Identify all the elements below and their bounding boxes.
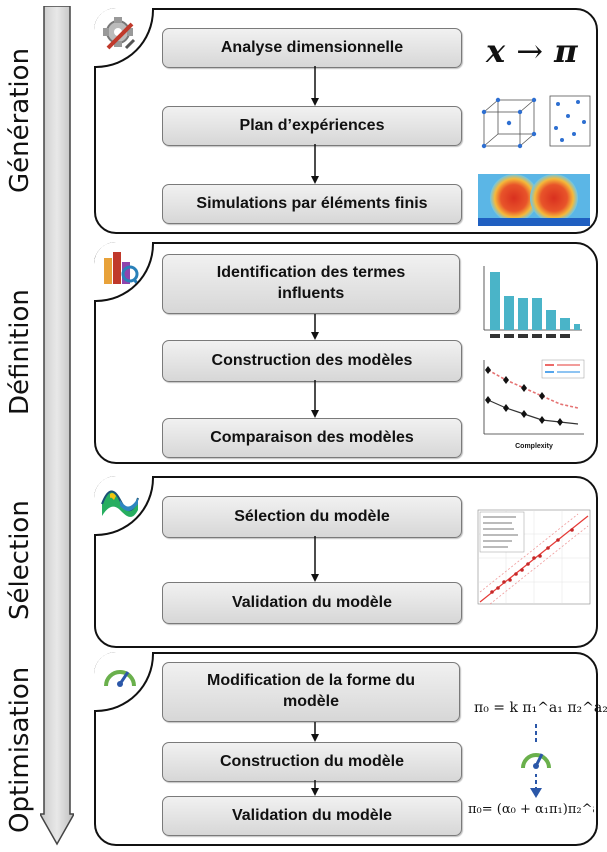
flow-arrow xyxy=(311,722,319,742)
step-validation-modele: Validation du modèle xyxy=(162,582,462,624)
panel-selection: Sélection du modèle Validation du modèle xyxy=(94,476,598,648)
process-arrow xyxy=(40,6,74,846)
panel-definition: Identification des termes influents Cons… xyxy=(94,242,598,464)
gauge-icon xyxy=(94,652,154,712)
step-simulations: Simulations par éléments finis xyxy=(162,184,462,224)
step-selection-modele: Sélection du modèle xyxy=(162,496,462,538)
flow-arrow xyxy=(311,144,319,184)
cube-design-thumbnail xyxy=(481,97,537,149)
flow-arrow xyxy=(311,314,319,340)
phase-label-optimisation: Optimisation xyxy=(5,666,35,834)
optimisation-arrow xyxy=(520,724,552,798)
tools-icon xyxy=(94,8,154,68)
phase-label-generation: Génération xyxy=(5,47,35,193)
step-plan-experiences: Plan d’expériences xyxy=(162,106,462,146)
complexity-curves-thumbnail: Complexity xyxy=(483,359,585,450)
influence-bar-chart-thumbnail xyxy=(483,266,582,338)
formula-x-to-pi: x → π xyxy=(486,32,578,70)
phase-label-selection: Sélection xyxy=(5,500,35,620)
step-modification-forme: Modification de la forme du modèle xyxy=(162,662,460,722)
phase-label-definition: Définition xyxy=(5,289,35,416)
flow-arrow xyxy=(311,66,319,106)
panel-generation: Analyse dimensionnelle Plan d’expérience… xyxy=(94,8,598,234)
surface-plot-icon xyxy=(94,476,154,536)
step-validation-modele-final: Validation du modèle xyxy=(162,796,462,836)
flow-arrow xyxy=(311,380,319,418)
scatter-design-thumbnail xyxy=(549,95,591,147)
fem-simulation-thumbnail xyxy=(478,174,590,226)
formula-arrow: → xyxy=(516,32,544,70)
equation-modified-model: π₀= (α₀ + α₁π₁)π₂^a xyxy=(468,802,594,817)
step-construction-modeles: Construction des modèles xyxy=(162,340,462,382)
panel-optimisation: Modification de la forme du modèle Const… xyxy=(94,652,607,846)
step-construction-modele: Construction du modèle xyxy=(162,742,462,782)
formula-pi: π xyxy=(554,32,578,70)
formula-x: x xyxy=(486,32,506,70)
complexity-axis-label: Complexity xyxy=(515,443,553,450)
validation-scatter-thumbnail xyxy=(477,509,591,605)
bar-chart-icon xyxy=(94,242,154,302)
step-identification-termes: Identification des termes influents xyxy=(162,254,460,314)
step-comparaison-modeles: Comparaison des modèles xyxy=(162,418,462,458)
flow-arrow xyxy=(311,780,319,796)
step-analyse-dimensionnelle: Analyse dimensionnelle xyxy=(162,28,462,68)
equation-power-law: π₀ = k π₁^a₁ π₂^a₂ xyxy=(474,700,607,716)
flow-arrow xyxy=(311,536,319,582)
